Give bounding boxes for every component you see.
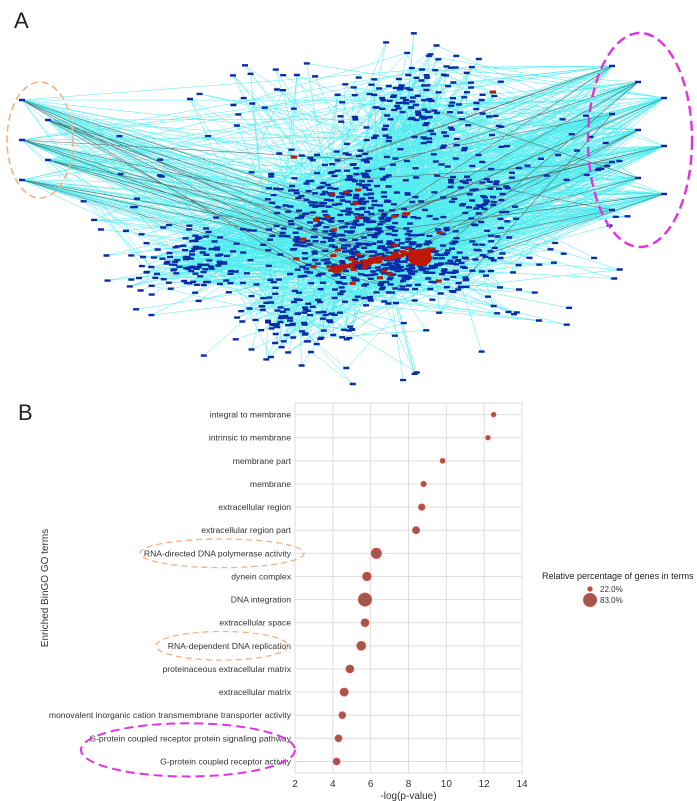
y-tick-label: RNA-directed DNA polymerase activity [144,548,292,558]
y-tick-label: integral to membrane [210,410,291,420]
data-point [485,434,491,441]
data-point [357,592,372,607]
y-axis-label: Enriched BinGO GO terms [40,529,51,647]
panel-label-a: A [14,8,29,33]
highlight-oval-magenta [80,722,296,778]
y-tick-label: DNA integration [231,595,291,605]
gridlines [294,403,523,773]
x-tick-label: 12 [479,779,491,790]
left-highlight-oval [6,81,74,199]
data-point [356,640,367,651]
network-dark-edges [21,65,665,293]
network-highlight-nodes [290,90,496,285]
network-edges [21,33,665,385]
y-tick-label: extracellular region [218,502,291,512]
network-nodes [19,32,667,386]
x-axis-label: -log(p-value) [380,791,436,801]
y-tick-label: RNA-dependent DNA replication [168,641,291,651]
y-tick-label: monovalent inorganic cation transmembran… [49,710,292,720]
data-point [418,503,426,511]
data-point [420,480,427,487]
highlight-oval-orange [139,538,305,569]
network-hub-node [408,250,432,266]
data-point [334,734,343,743]
x-tick-label: 6 [368,779,374,790]
panel-label-b: B [18,400,33,425]
data-point [339,687,349,697]
x-tick-label: 2 [292,779,298,790]
legend-label-large: 83.0% [600,596,623,605]
y-tick-label: G-protein coupled receptor protein signa… [89,733,291,743]
data-point [370,547,382,559]
data-point [439,457,446,464]
x-tick-label: 10 [441,779,453,790]
data-point [338,711,347,720]
legend-marker-large [583,593,597,607]
y-tick-label: G-protein coupled receptor activity [160,756,292,766]
x-tick-label: 4 [330,779,336,790]
right-highlight-oval [586,31,694,249]
legend-marker-small [587,586,593,592]
data-point [332,757,341,766]
highlight-oval-orange [155,630,289,661]
y-tick-label: membrane part [233,456,292,466]
y-tick-label: proteinaceous extracellular matrix [163,664,292,674]
legend-label-small: 22.0% [600,585,623,594]
go-enrichment-dot-plot: 2 4 6 8 10 12 14 -log(p-value) Enriched BinGO GO… [40,402,694,801]
x-tick-label: 14 [516,779,528,790]
y-tick-label: extracellular space [219,618,291,628]
data-point [412,526,421,535]
legend-title: Relative percentage of genes in terms [542,571,694,581]
y-tick-label: extracellular matrix [219,687,292,697]
data-point [362,571,372,582]
data-point [345,664,355,674]
x-tick-label: 8 [406,779,412,790]
y-tick-label: intrinsic to membrane [209,433,291,443]
y-tick-label: dynein complex [231,571,291,581]
data-point [490,411,497,418]
protein-interaction-network [6,31,694,386]
data-point [360,618,370,628]
y-tick-label: extracellular region part [201,525,291,535]
y-tick-label: membrane [250,479,291,489]
